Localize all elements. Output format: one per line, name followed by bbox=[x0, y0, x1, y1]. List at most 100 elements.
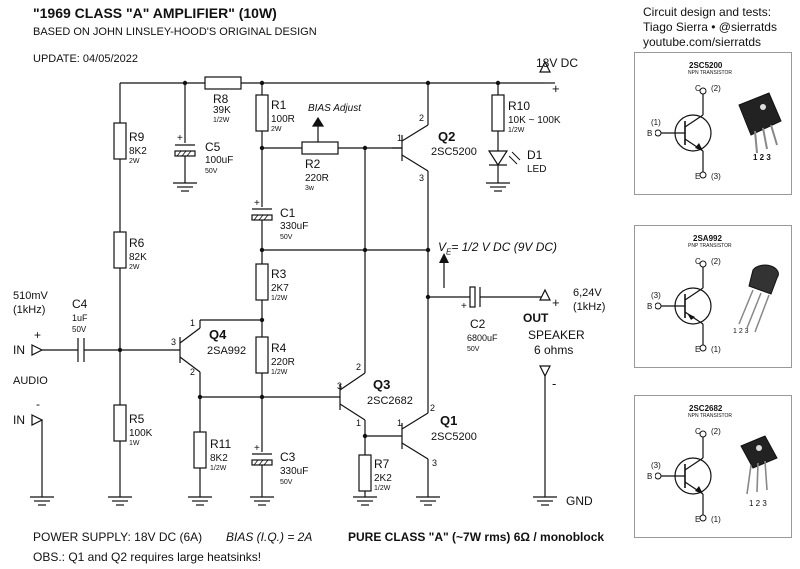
r2-rating: 3w bbox=[305, 185, 314, 192]
r8-ref: R8 bbox=[213, 92, 229, 106]
q4-pin-3: 3 bbox=[171, 337, 177, 347]
pinout-card-2sc2682: 2SC2682 NPN TRANSISTOR C (2) (3) B E (1)… bbox=[634, 395, 792, 538]
input-minus-terminal: - bbox=[36, 397, 40, 411]
credits-line-1: Circuit design and tests: bbox=[643, 5, 772, 19]
credits-line-2: Tiago Sierra • @sierratds bbox=[643, 20, 777, 34]
pinout-c-pin: (2) bbox=[711, 427, 721, 436]
pinout-card-2sc5200: 2SC5200 NPN TRANSISTOR C (2) (1) B E (3)… bbox=[634, 52, 792, 195]
c3-plus: + bbox=[254, 443, 260, 454]
pinout-b-pin: (3) bbox=[651, 291, 661, 300]
npn-symbol bbox=[655, 87, 712, 179]
pinout-b: B bbox=[647, 129, 653, 138]
to92-package-icon bbox=[738, 264, 779, 333]
output-level: 6,24V bbox=[573, 287, 602, 299]
q1-pin-1: 1 bbox=[397, 418, 403, 428]
q4-pin-1: 1 bbox=[190, 318, 196, 328]
r3-ref: R3 bbox=[271, 267, 287, 281]
r11-ref: R11 bbox=[210, 437, 232, 451]
pinout-c: C bbox=[695, 84, 701, 93]
r9-rating: 2W bbox=[129, 158, 140, 165]
r7-rating: 1/2W bbox=[374, 485, 391, 492]
input-plus-terminal: + bbox=[34, 328, 42, 342]
input-in-minus: IN bbox=[13, 413, 25, 427]
pinout-c: C bbox=[695, 427, 701, 436]
pinout-e-pin: (1) bbox=[711, 345, 721, 354]
r10-ref: R10 bbox=[508, 99, 531, 113]
ve-v: V bbox=[438, 240, 447, 254]
r4-value: 220R bbox=[271, 357, 295, 368]
input-level: 510mV bbox=[13, 290, 48, 302]
r3-rating: 1/2W bbox=[271, 295, 288, 302]
r5-rating: 1W bbox=[129, 440, 140, 447]
pinout-e-pin: (3) bbox=[711, 172, 721, 181]
pinout-card-2sa992: 2SA992 PNP TRANSISTOR C (2) (3) B E (1) … bbox=[634, 225, 792, 368]
r8-value: 39K bbox=[213, 105, 231, 116]
q3-ref: Q3 bbox=[373, 377, 391, 392]
q3-pin-3: 3 bbox=[337, 381, 343, 391]
c1-plus: + bbox=[254, 198, 260, 209]
r5-value: 100K bbox=[129, 428, 153, 439]
q1-pin-3: 3 bbox=[432, 458, 438, 468]
input-freq: (1kHz) bbox=[13, 304, 46, 316]
r4-rating: 1/2W bbox=[271, 369, 288, 376]
c5-plus: + bbox=[177, 133, 183, 144]
r4-ref: R4 bbox=[271, 341, 287, 355]
r3-value: 2K7 bbox=[271, 283, 289, 294]
c1-value: 330uF bbox=[280, 221, 309, 232]
to126-package-icon bbox=[740, 435, 778, 495]
pinout-legs: 1 2 3 bbox=[749, 499, 767, 508]
pinout-legs: 1 2 3 bbox=[733, 328, 749, 335]
c1-ref: C1 bbox=[280, 206, 296, 220]
r11-rating: 1/2W bbox=[210, 465, 227, 472]
q4-ref: Q4 bbox=[209, 327, 227, 342]
pinout-c: C bbox=[695, 257, 701, 266]
pinout-e: E bbox=[695, 515, 701, 524]
npn-symbol bbox=[655, 430, 712, 522]
input-audio: AUDIO bbox=[13, 375, 48, 387]
power-supply-note: POWER SUPPLY: 18V DC (6A) bbox=[33, 530, 203, 544]
bias-note: BIAS (I.Q.) = 2A bbox=[226, 530, 313, 544]
r1-value: 100R bbox=[271, 114, 295, 125]
output-plus: + bbox=[552, 295, 560, 310]
pinout-b-pin: (3) bbox=[651, 461, 661, 470]
pinout-c-pin: (2) bbox=[711, 84, 721, 93]
r5-ref: R5 bbox=[129, 412, 145, 426]
output-freq: (1kHz) bbox=[573, 301, 606, 313]
pinout-part: 2SC5200 bbox=[689, 61, 723, 70]
output-speaker: SPEAKER bbox=[528, 328, 585, 342]
supply-plus: + bbox=[552, 81, 560, 96]
q1-pin-2: 2 bbox=[430, 403, 436, 413]
q1-part: 2SC5200 bbox=[431, 431, 477, 443]
page-title: "1969 CLASS "A" AMPLIFIER" (10W) bbox=[33, 5, 277, 21]
q3-pin-1: 1 bbox=[356, 418, 362, 428]
q3-pin-2: 2 bbox=[356, 362, 362, 372]
pinout-legs: 1 2 3 bbox=[753, 153, 771, 162]
r6-rating: 2W bbox=[129, 264, 140, 271]
r9-value: 8K2 bbox=[129, 146, 147, 157]
bias-adjust-label: BIAS Adjust bbox=[308, 103, 361, 114]
page-subtitle: BASED ON JOHN LINSLEY-HOOD'S ORIGINAL DE… bbox=[33, 26, 317, 38]
c5-ref: C5 bbox=[205, 140, 221, 154]
d1-value: LED bbox=[527, 164, 547, 175]
ve-label: VE= 1/2 V DC (9V DC) bbox=[438, 240, 557, 256]
to264-package-icon bbox=[738, 92, 782, 154]
output-out: OUT bbox=[523, 311, 549, 325]
pinout-c-pin: (2) bbox=[711, 257, 721, 266]
supply-label: 18V DC bbox=[536, 56, 579, 70]
r6-value: 82K bbox=[129, 252, 147, 263]
r1-rating: 2W bbox=[271, 126, 282, 133]
pinout-type: PNP TRANSISTOR bbox=[688, 243, 732, 249]
r6-ref: R6 bbox=[129, 236, 145, 250]
c4-ref: C4 bbox=[72, 297, 88, 311]
pinout-part: 2SA992 bbox=[693, 234, 722, 243]
r10-rating: 1/2W bbox=[508, 127, 525, 134]
c5-value: 100uF bbox=[205, 155, 234, 166]
pinout-e: E bbox=[695, 172, 701, 181]
pinout-e-pin: (1) bbox=[711, 515, 721, 524]
output-minus: - bbox=[552, 376, 557, 391]
r7-value: 2K2 bbox=[374, 473, 392, 484]
q2-part: 2SC5200 bbox=[431, 146, 477, 158]
q4-part: 2SA992 bbox=[207, 345, 247, 357]
d1-ref: D1 bbox=[527, 148, 543, 162]
r10-value: 10K ~ 100K bbox=[508, 115, 561, 126]
